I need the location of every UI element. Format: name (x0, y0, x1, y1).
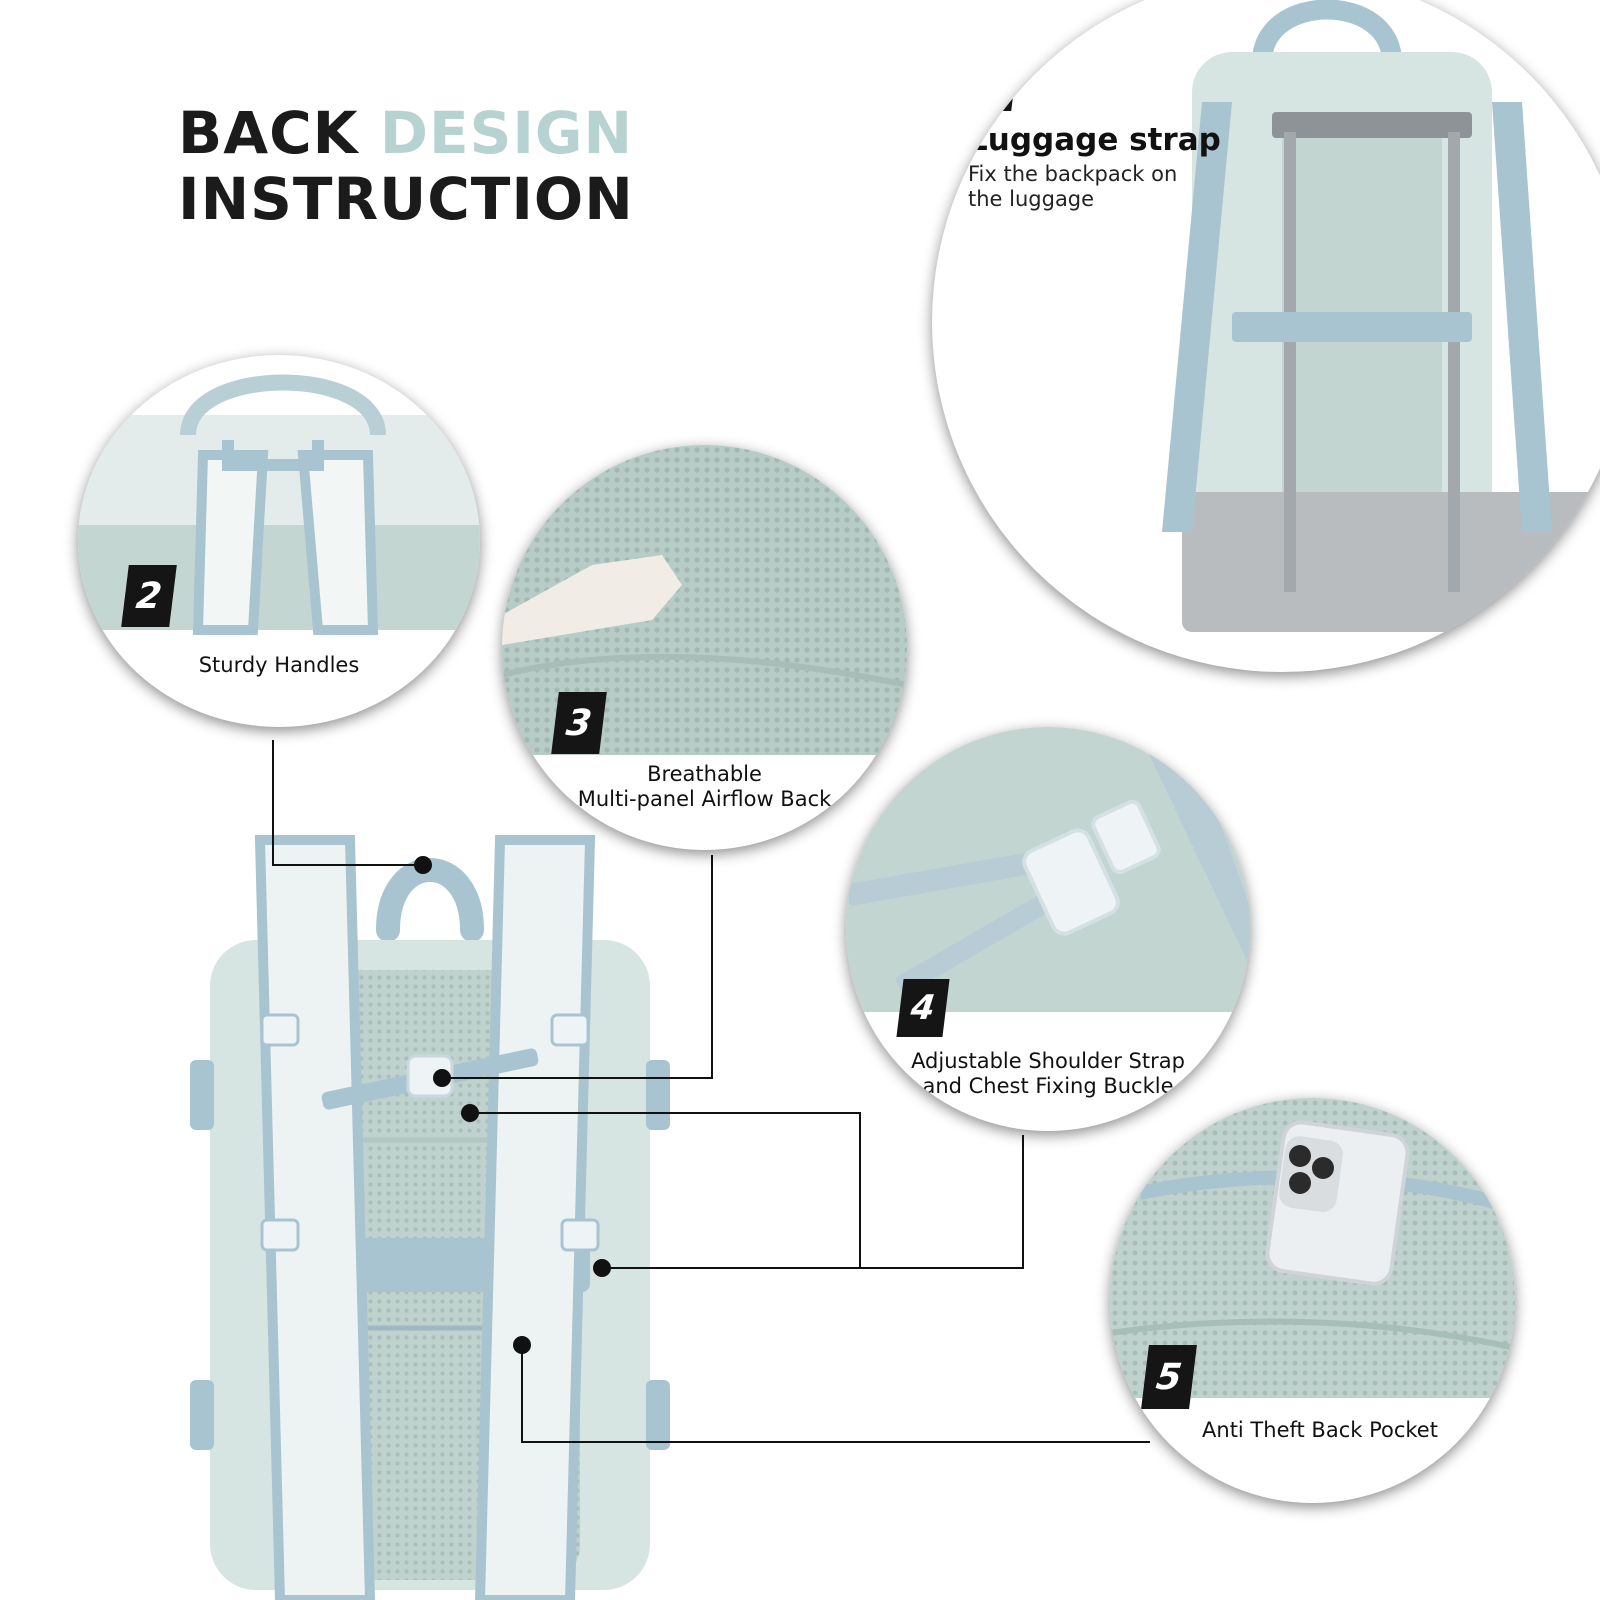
feature-2-sturdy-handles-circle: 2 Sturdy Handles (78, 355, 480, 727)
feature-4-number-badge: 4 (896, 979, 950, 1037)
feature-5-caption: Anti Theft Back Pocket (1202, 1418, 1438, 1442)
backpack-back-view-image (190, 835, 670, 1600)
feature-2-number-badge: 2 (121, 565, 177, 627)
title-word-back: BACK (178, 99, 359, 167)
feature-3-caption: Breathable Multi-panel Airflow Back (502, 762, 907, 812)
luggage-strap-image (1162, 0, 1600, 632)
feature-1-number-badge: 1 (963, 49, 1019, 111)
feature-4-caption-line1: Adjustable Shoulder Strap (911, 1049, 1185, 1073)
anti-theft-pocket-image (1110, 1098, 1515, 1398)
sturdy-handles-image (78, 374, 480, 635)
chest-buckle-image (846, 727, 1250, 1012)
feature-4-caption: Adjustable Shoulder Strap and Chest Fixi… (846, 1049, 1250, 1099)
feature-1-luggage-strap-circle: 1 Luggage strap Fix the backpack on the … (932, 0, 1600, 672)
feature-1-title: Luggage strap (968, 122, 1221, 158)
feature-3-caption-line1: Breathable (647, 762, 762, 786)
feature-3-number-badge: 3 (551, 692, 607, 754)
title-word-design: DESIGN (379, 99, 634, 167)
feature-5-number-badge: 5 (1141, 1345, 1197, 1409)
page-title: BACK DESIGN INSTRUCTION (178, 100, 634, 232)
feature-1-description: Fix the backpack on the luggage (968, 162, 1178, 211)
feature-5-back-pocket-circle: 5 Anti Theft Back Pocket (1110, 1098, 1515, 1503)
feature-4-caption-line2: and Chest Fixing Buckle (922, 1074, 1174, 1098)
feature-2-caption: Sturdy Handles (198, 653, 360, 677)
feature-3-airflow-back-circle: 3 Breathable Multi-panel Airflow Back (502, 445, 907, 850)
feature-4-shoulder-strap-circle: 4 Adjustable Shoulder Strap and Chest Fi… (846, 727, 1250, 1131)
title-word-instruction: INSTRUCTION (178, 165, 634, 233)
feature-3-caption-line2: Multi-panel Airflow Back (577, 787, 832, 811)
